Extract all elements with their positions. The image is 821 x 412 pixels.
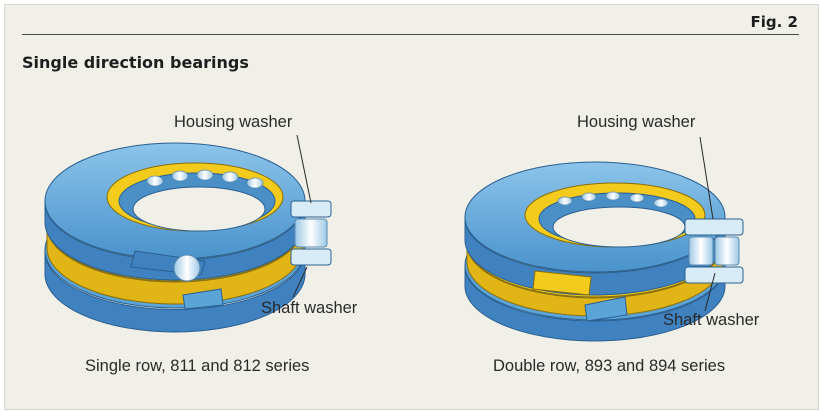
shaft-leader-1 [292, 266, 308, 298]
figure-heading: Single direction bearings [22, 53, 249, 72]
caption-double-row: Double row, 893 and 894 series [493, 357, 726, 375]
section-cut-1 [290, 200, 332, 266]
single-row-bearing [44, 134, 332, 333]
figure-number: Fig. 2 [750, 13, 798, 31]
front-cut-1 [130, 250, 224, 310]
rollers-2 [557, 191, 669, 208]
housing-washer-label-2: Housing washer [577, 113, 696, 131]
shaft-washer-label-1: Shaft washer [261, 299, 358, 317]
front-cut-2 [532, 270, 628, 322]
header-rule [22, 34, 799, 35]
shaft-washer-label-2: Shaft washer [663, 311, 760, 329]
figure-panel: Fig. 2 Single direction bearings [4, 4, 819, 410]
housing-washer-label-1: Housing washer [174, 113, 293, 131]
housing-leader-1 [296, 134, 312, 204]
caption-single-row: Single row, 811 and 812 series [85, 357, 310, 375]
bearings-illustration [44, 134, 744, 342]
shaft-leader-2 [704, 272, 716, 312]
double-row-bearing [464, 136, 744, 342]
housing-washer-2 [464, 161, 726, 296]
housing-leader-2 [699, 136, 714, 220]
rollers-1 [146, 169, 264, 189]
section-cut-2 [684, 218, 744, 284]
